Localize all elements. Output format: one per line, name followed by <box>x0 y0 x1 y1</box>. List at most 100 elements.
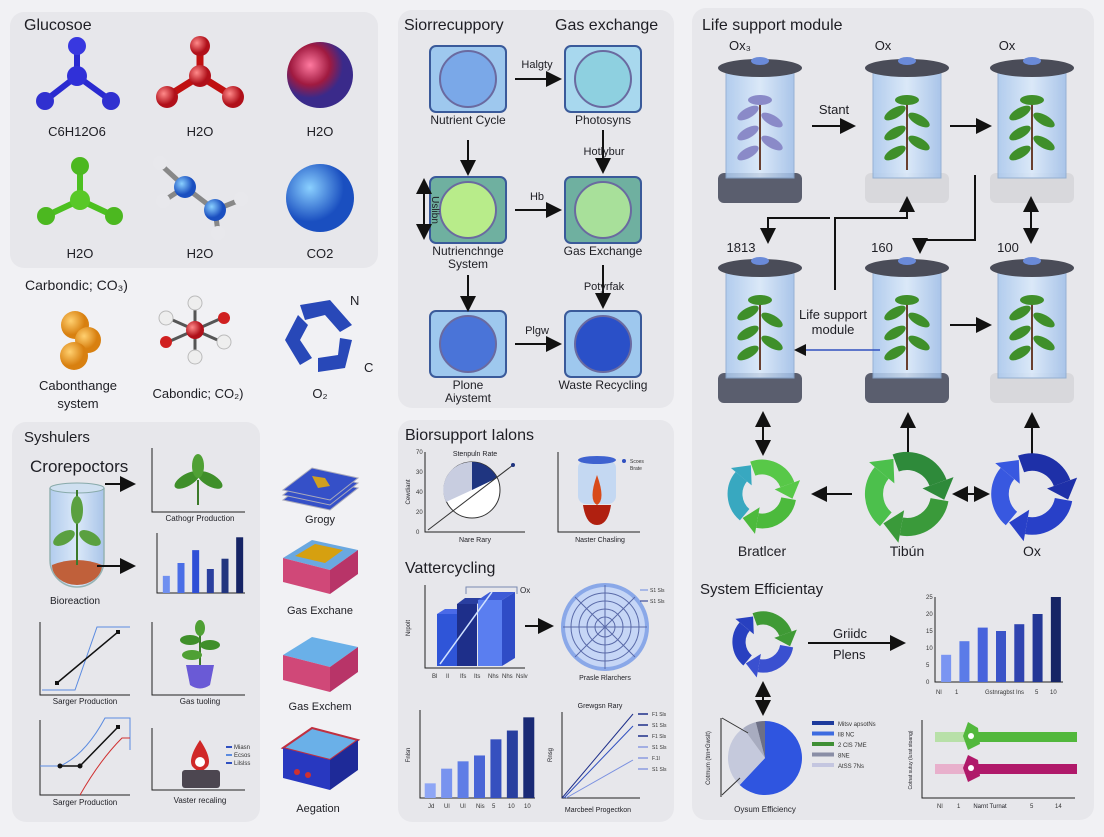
flow-title-right: Gas exchange <box>555 17 658 34</box>
legend-item: S1 Sls <box>650 588 665 594</box>
chart-axis <box>39 720 130 796</box>
leaf <box>895 95 919 105</box>
leaf <box>1009 145 1031 161</box>
leaf <box>748 95 772 105</box>
gas-exchange-block-icon <box>283 540 358 594</box>
y-tick: 0 <box>416 530 420 536</box>
x-tick: 10 <box>1050 690 1057 696</box>
leaf <box>1033 335 1055 351</box>
syshulers-subtitle: Crorepoctors <box>30 457 128 476</box>
pie-slice <box>727 728 765 785</box>
water-molecule-icon <box>156 36 244 108</box>
x-tick: Its <box>474 674 480 680</box>
bar <box>959 641 970 682</box>
syshulers-panel <box>12 422 260 822</box>
lid-knob <box>898 257 916 265</box>
cell-body <box>574 181 632 239</box>
legend-item: Scoes <box>630 459 644 465</box>
legend-item: Miasn <box>234 745 250 751</box>
vattercycling-title: Vattercycling <box>405 560 495 577</box>
plant-jar-icon <box>990 257 1074 403</box>
cycle-segment <box>892 451 947 487</box>
side-item-label: Grogy <box>305 514 335 526</box>
leaf <box>908 135 930 151</box>
leaf <box>1033 112 1055 128</box>
center-label: Life support <box>799 307 867 322</box>
leaf-icon <box>174 454 223 505</box>
chart-axis <box>151 622 245 696</box>
bar <box>1050 597 1061 682</box>
cycle-arrowhead <box>869 458 895 484</box>
legend-item: Lilslss <box>234 761 250 767</box>
flame-xlabel: Naster Chasling <box>575 537 625 544</box>
cycle-segment <box>732 622 753 666</box>
leaf <box>1020 295 1044 305</box>
leaf <box>761 112 783 128</box>
cycle-segment <box>756 496 796 529</box>
recycle-icon <box>285 300 352 372</box>
leaf <box>761 335 783 351</box>
leaf <box>1009 325 1031 341</box>
center-label: module <box>812 322 855 337</box>
leaf <box>761 135 783 151</box>
cell-body <box>574 50 632 108</box>
bar <box>1032 614 1043 682</box>
potted-plant-icon <box>180 620 220 689</box>
cycle-arrowhead <box>1047 477 1078 500</box>
y-tick: 5 <box>926 663 930 669</box>
pie-ylabel: Cotmum (trn+Gwslt) <box>706 731 712 785</box>
chart-point <box>116 630 120 634</box>
cycle-arrowhead <box>922 477 954 500</box>
legend-item: ll8 NC <box>838 733 855 739</box>
orange-molecule-icon <box>60 311 101 370</box>
arrow <box>912 175 976 254</box>
leaf <box>737 325 759 341</box>
bar3d-ylabel: Nrpolt <box>406 620 412 636</box>
molecules-panel <box>10 12 378 268</box>
plant-jar-icon <box>990 57 1074 203</box>
legend-item: F1 Sls <box>652 712 667 718</box>
legend-item: S1 Sls <box>652 767 667 773</box>
x-tick: Nslv <box>516 674 528 680</box>
chart-label: Sarger Production <box>53 697 117 706</box>
molecule-label: C6H12O6 <box>48 124 106 139</box>
leaf <box>884 325 906 341</box>
jar-base <box>990 173 1074 203</box>
molecules-title: Glucosoe <box>24 17 92 34</box>
cell-body <box>574 315 632 373</box>
bar <box>457 761 469 798</box>
y-tick: 10 <box>926 646 933 652</box>
chart-axis <box>39 622 130 696</box>
chart-axis <box>557 452 640 533</box>
line-ylabel: Rnsg <box>548 748 554 762</box>
cell-diagram-icon: Gas Exchange <box>564 176 643 258</box>
leaf <box>737 145 759 161</box>
cycle-label: Tibún <box>890 543 925 559</box>
leaf <box>748 295 772 305</box>
pie-title: Stenpuln Rate <box>453 451 497 458</box>
jar-lid <box>718 259 802 277</box>
bar <box>424 783 436 798</box>
leaf <box>1009 105 1031 121</box>
jar-label: 1813 <box>727 240 756 255</box>
leaf <box>908 112 930 128</box>
side-item-label: Aegation <box>296 803 339 815</box>
plant-jar-icon <box>865 57 949 203</box>
x-tick: Il <box>446 674 449 680</box>
cycle-segment <box>899 497 949 537</box>
red-sphere-icon <box>287 42 353 108</box>
flame-jar-icon <box>578 456 616 525</box>
bar <box>996 631 1006 682</box>
lid-knob <box>898 57 916 65</box>
chart-label: Cathogr Production <box>166 514 235 523</box>
lid-knob <box>751 57 769 65</box>
jar-lid <box>718 59 802 77</box>
jar-label: Ox₃ <box>729 38 751 53</box>
x-tick: 10 <box>508 804 515 810</box>
legend-item: S1 Sls <box>650 599 665 605</box>
3d-bar-chart <box>437 586 518 666</box>
cycle-segment <box>991 467 1018 526</box>
cycle-arrowhead <box>774 629 797 647</box>
